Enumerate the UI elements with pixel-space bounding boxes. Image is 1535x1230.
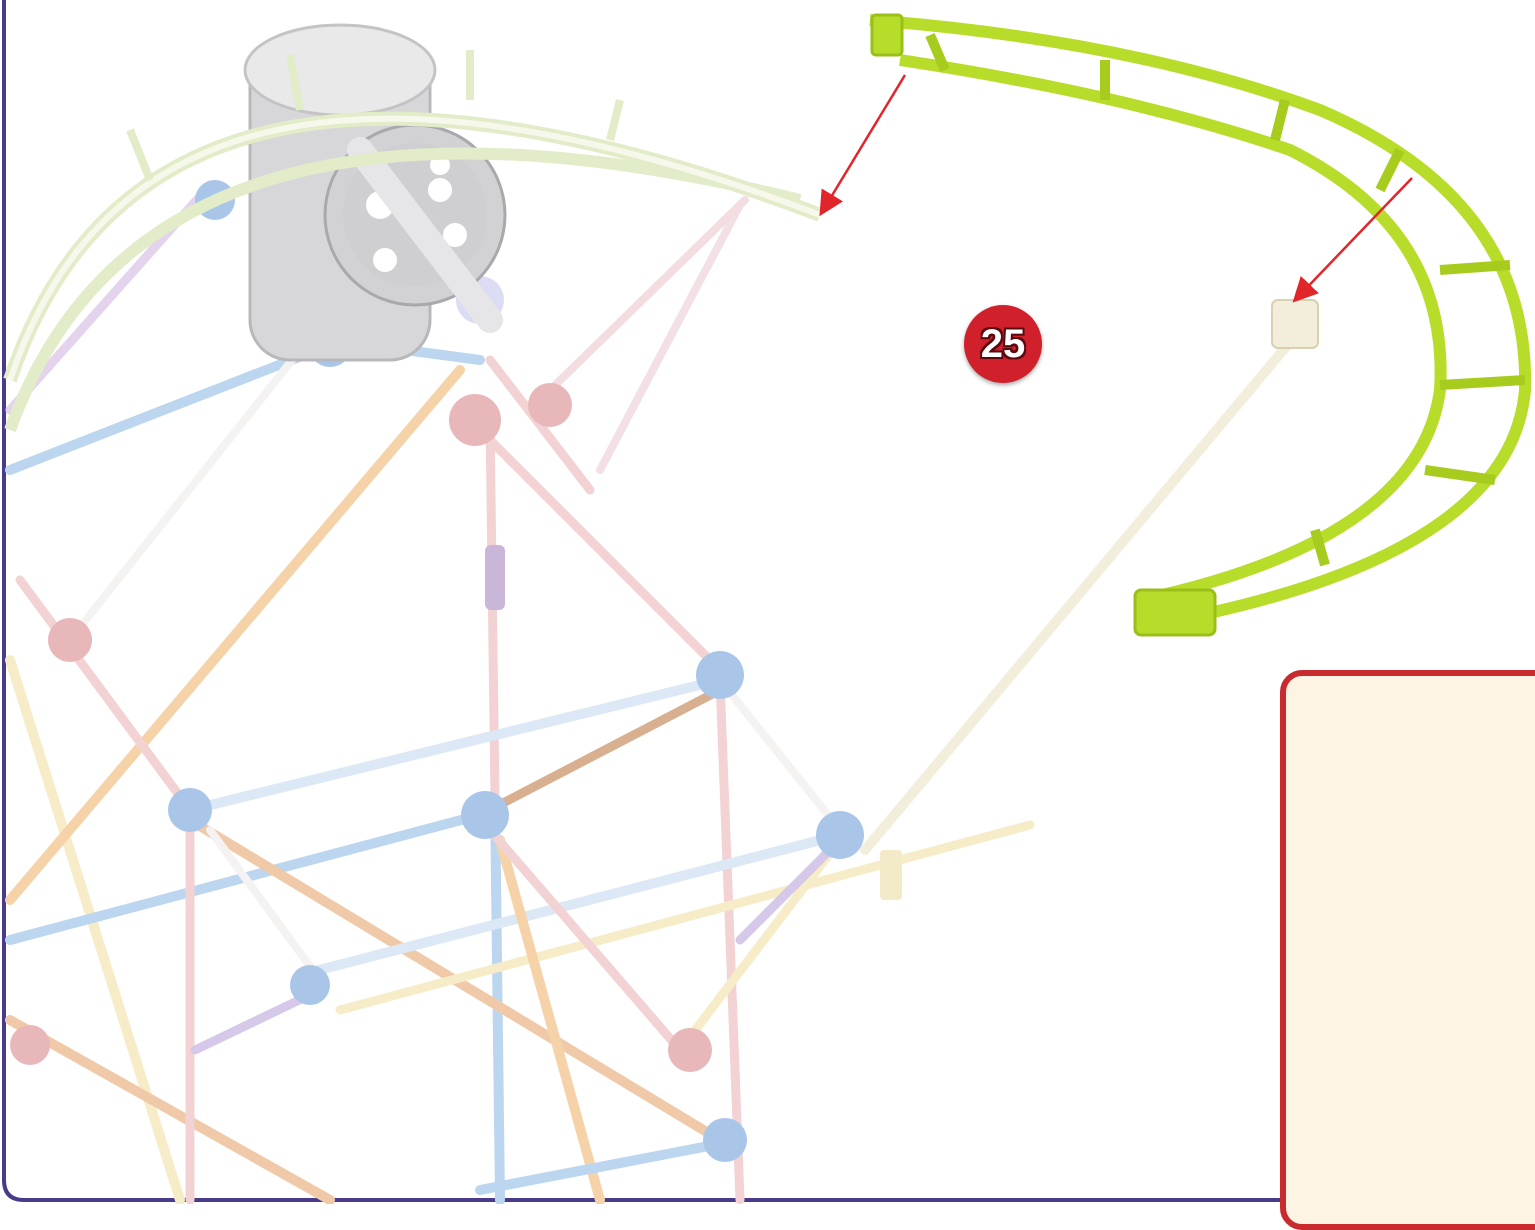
- build-illustration: [2, 0, 1535, 1204]
- arrow-track-connector: [1292, 177, 1413, 303]
- assembly-arrows: [819, 74, 1413, 303]
- step-number: 25: [980, 321, 1026, 366]
- tower-rods: [5, 180, 1319, 1204]
- step-number-badge: 25: [964, 305, 1042, 383]
- new-track-piece: [869, 13, 1532, 637]
- arrow-track-end: [819, 74, 907, 217]
- note-panel: [1280, 670, 1535, 1230]
- page-border: [2, 0, 1535, 1202]
- installed-track: [3, 50, 823, 433]
